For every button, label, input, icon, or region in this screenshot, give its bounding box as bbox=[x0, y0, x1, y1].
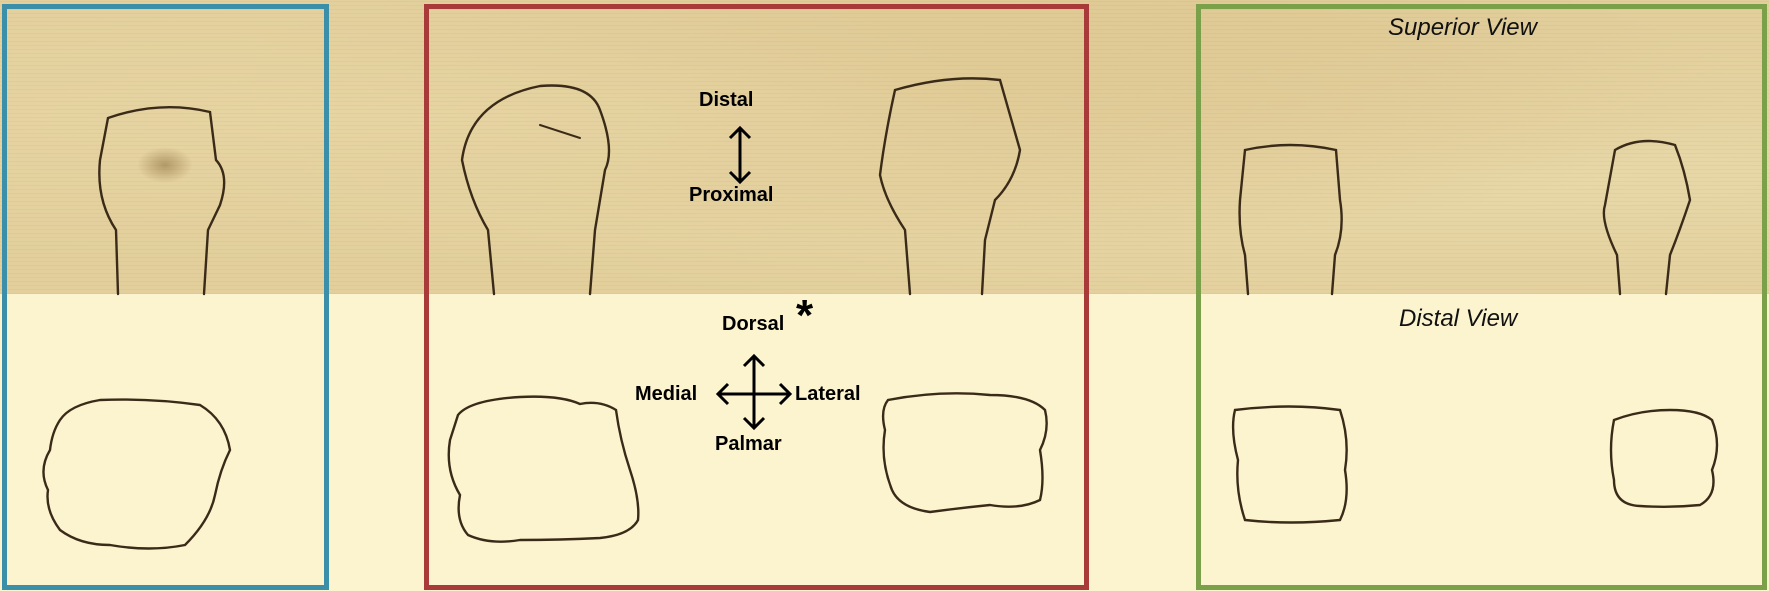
label-dorsal: Dorsal bbox=[722, 313, 784, 336]
label-proximal: Proximal bbox=[689, 184, 773, 207]
panel-frame-blue bbox=[2, 4, 329, 590]
label-distal: Distal bbox=[699, 89, 753, 112]
label-palmar: Palmar bbox=[715, 433, 782, 456]
label-lateral: Lateral bbox=[795, 383, 861, 406]
label-medial: Medial bbox=[635, 383, 697, 406]
superior-view-title: Superior View bbox=[1388, 14, 1537, 42]
asterisk-marker: * bbox=[796, 294, 813, 338]
distal-view-title: Distal View bbox=[1399, 305, 1517, 333]
panel-frame-red bbox=[424, 4, 1089, 590]
panel-frame-green bbox=[1196, 4, 1767, 590]
